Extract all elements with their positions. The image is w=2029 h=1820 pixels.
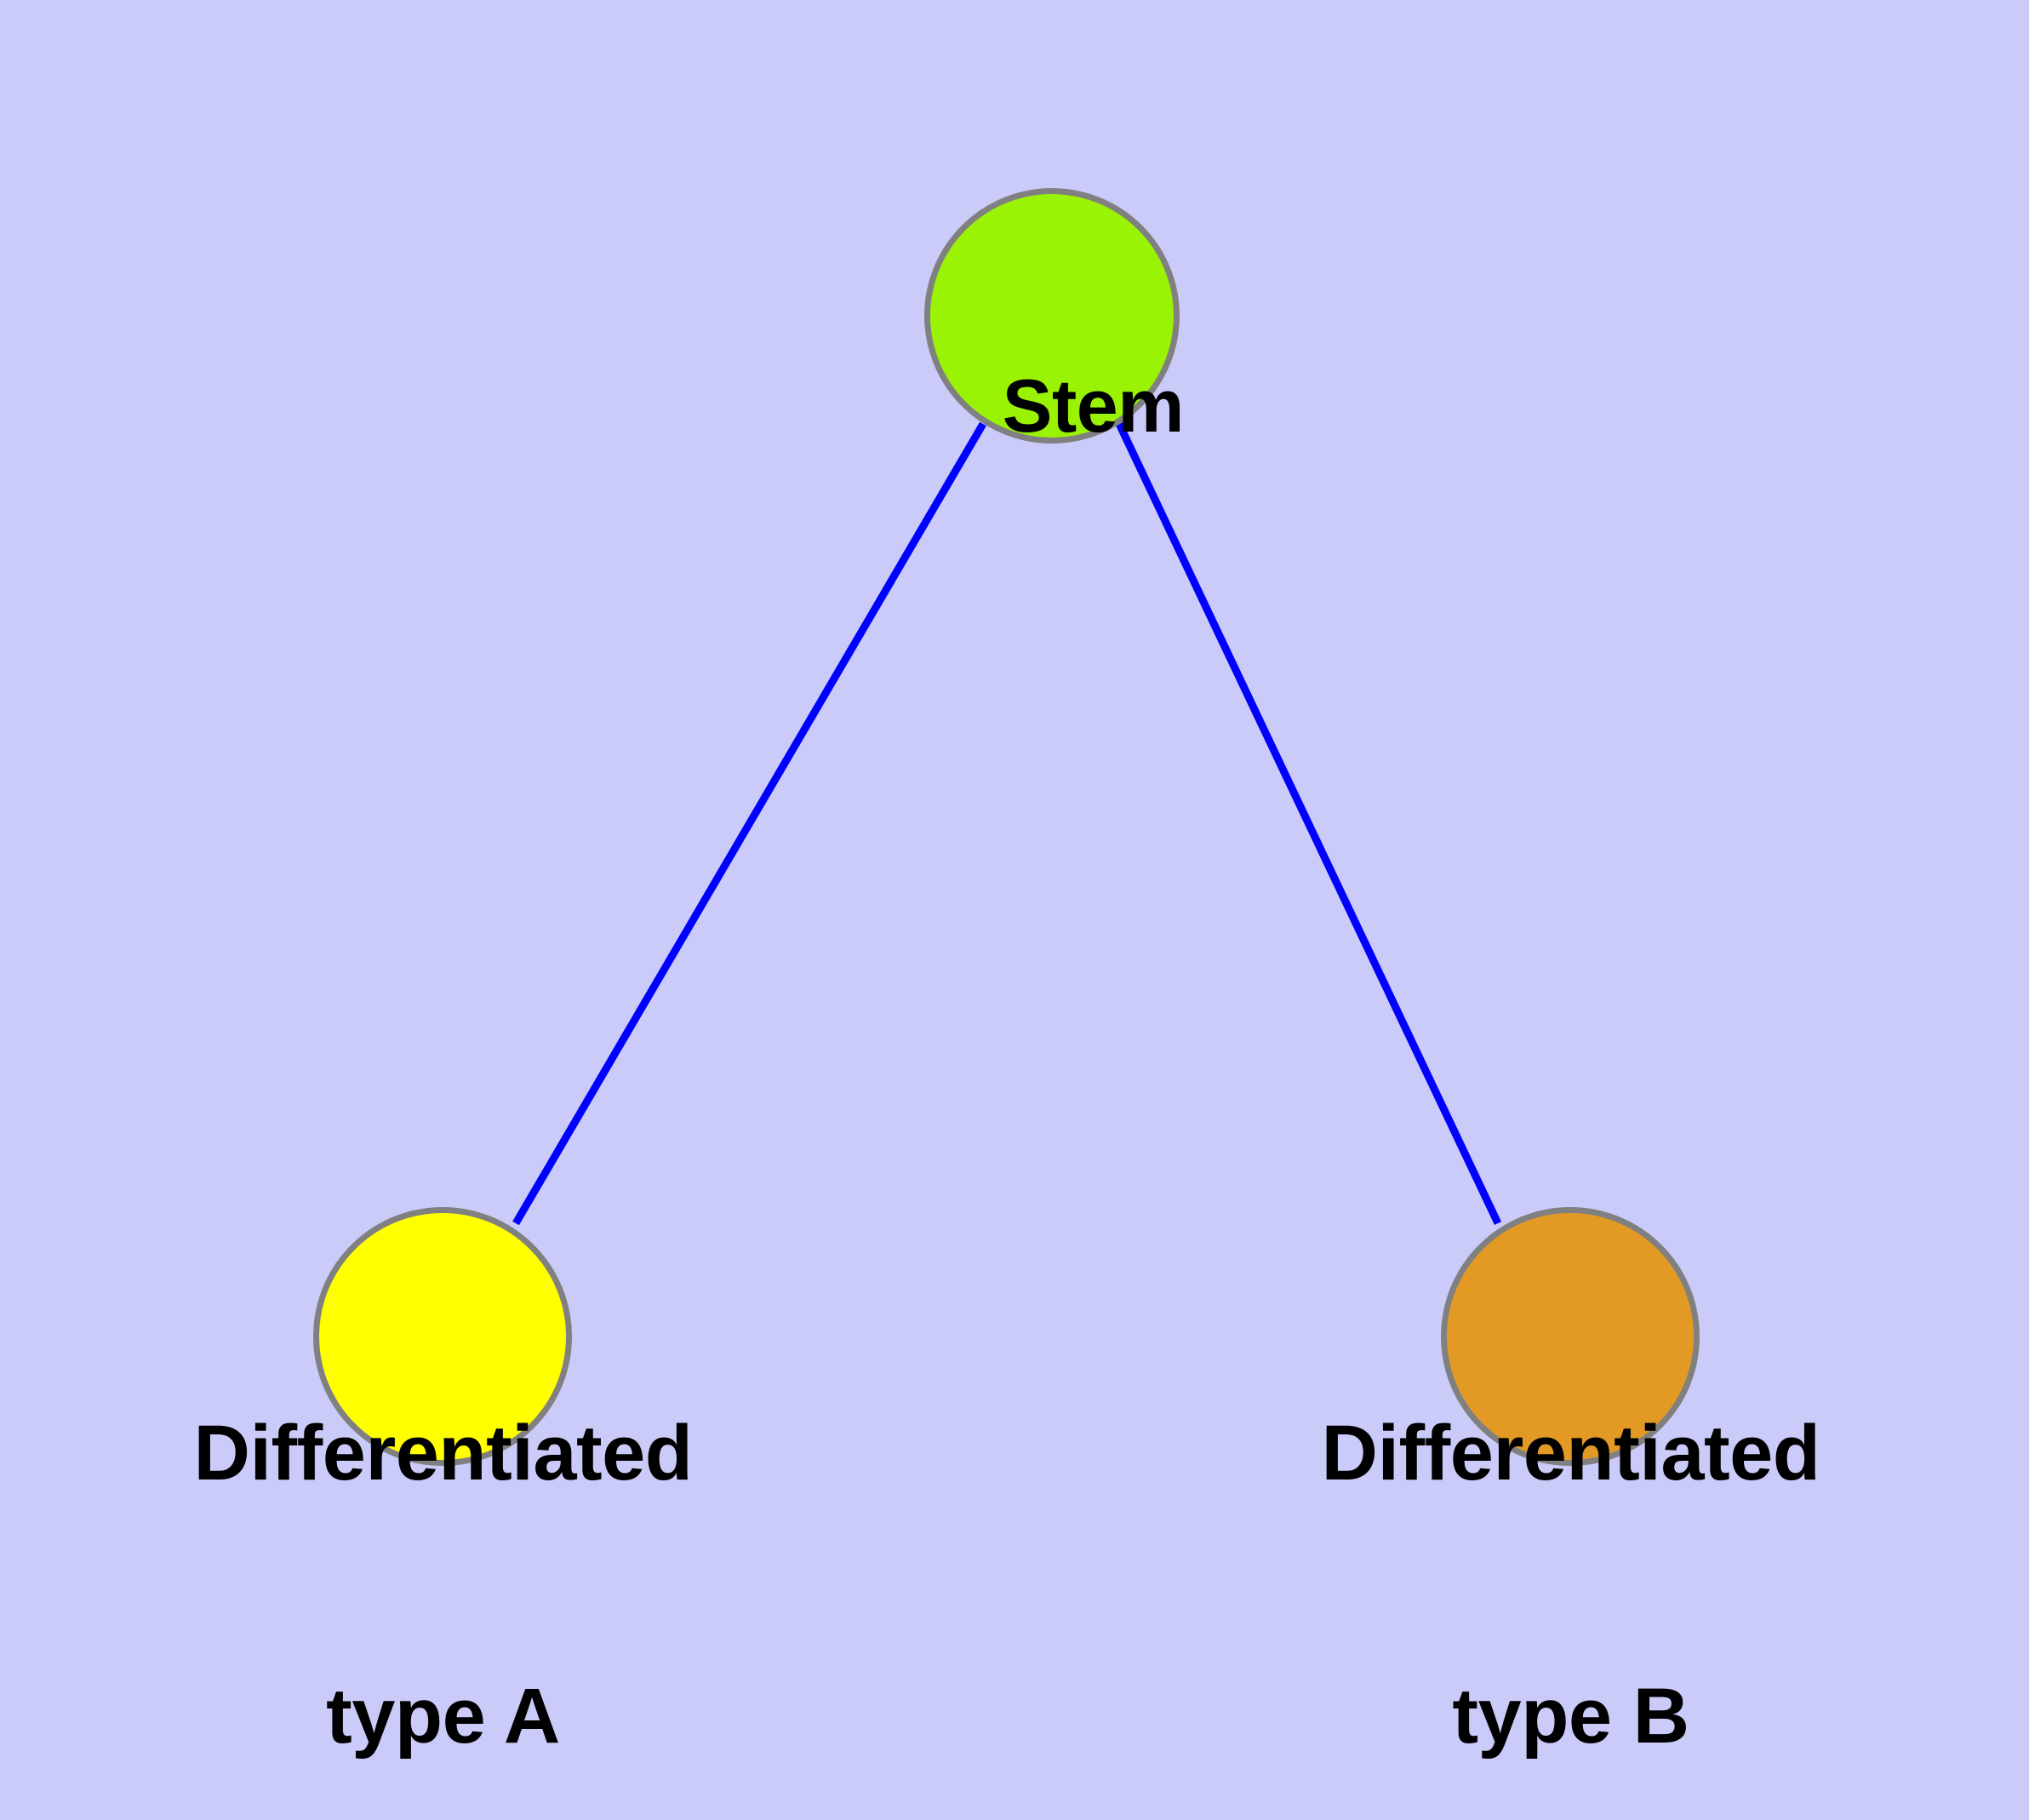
node-stem[interactable] xyxy=(924,188,1180,444)
node-differentiated-type-b[interactable] xyxy=(1441,1207,1700,1466)
edge-stem-to-differentiated-type-b xyxy=(1115,422,1502,1225)
edge-stem-to-differentiated-type-a xyxy=(512,421,986,1226)
node-differentiated-type-a[interactable] xyxy=(313,1207,572,1466)
